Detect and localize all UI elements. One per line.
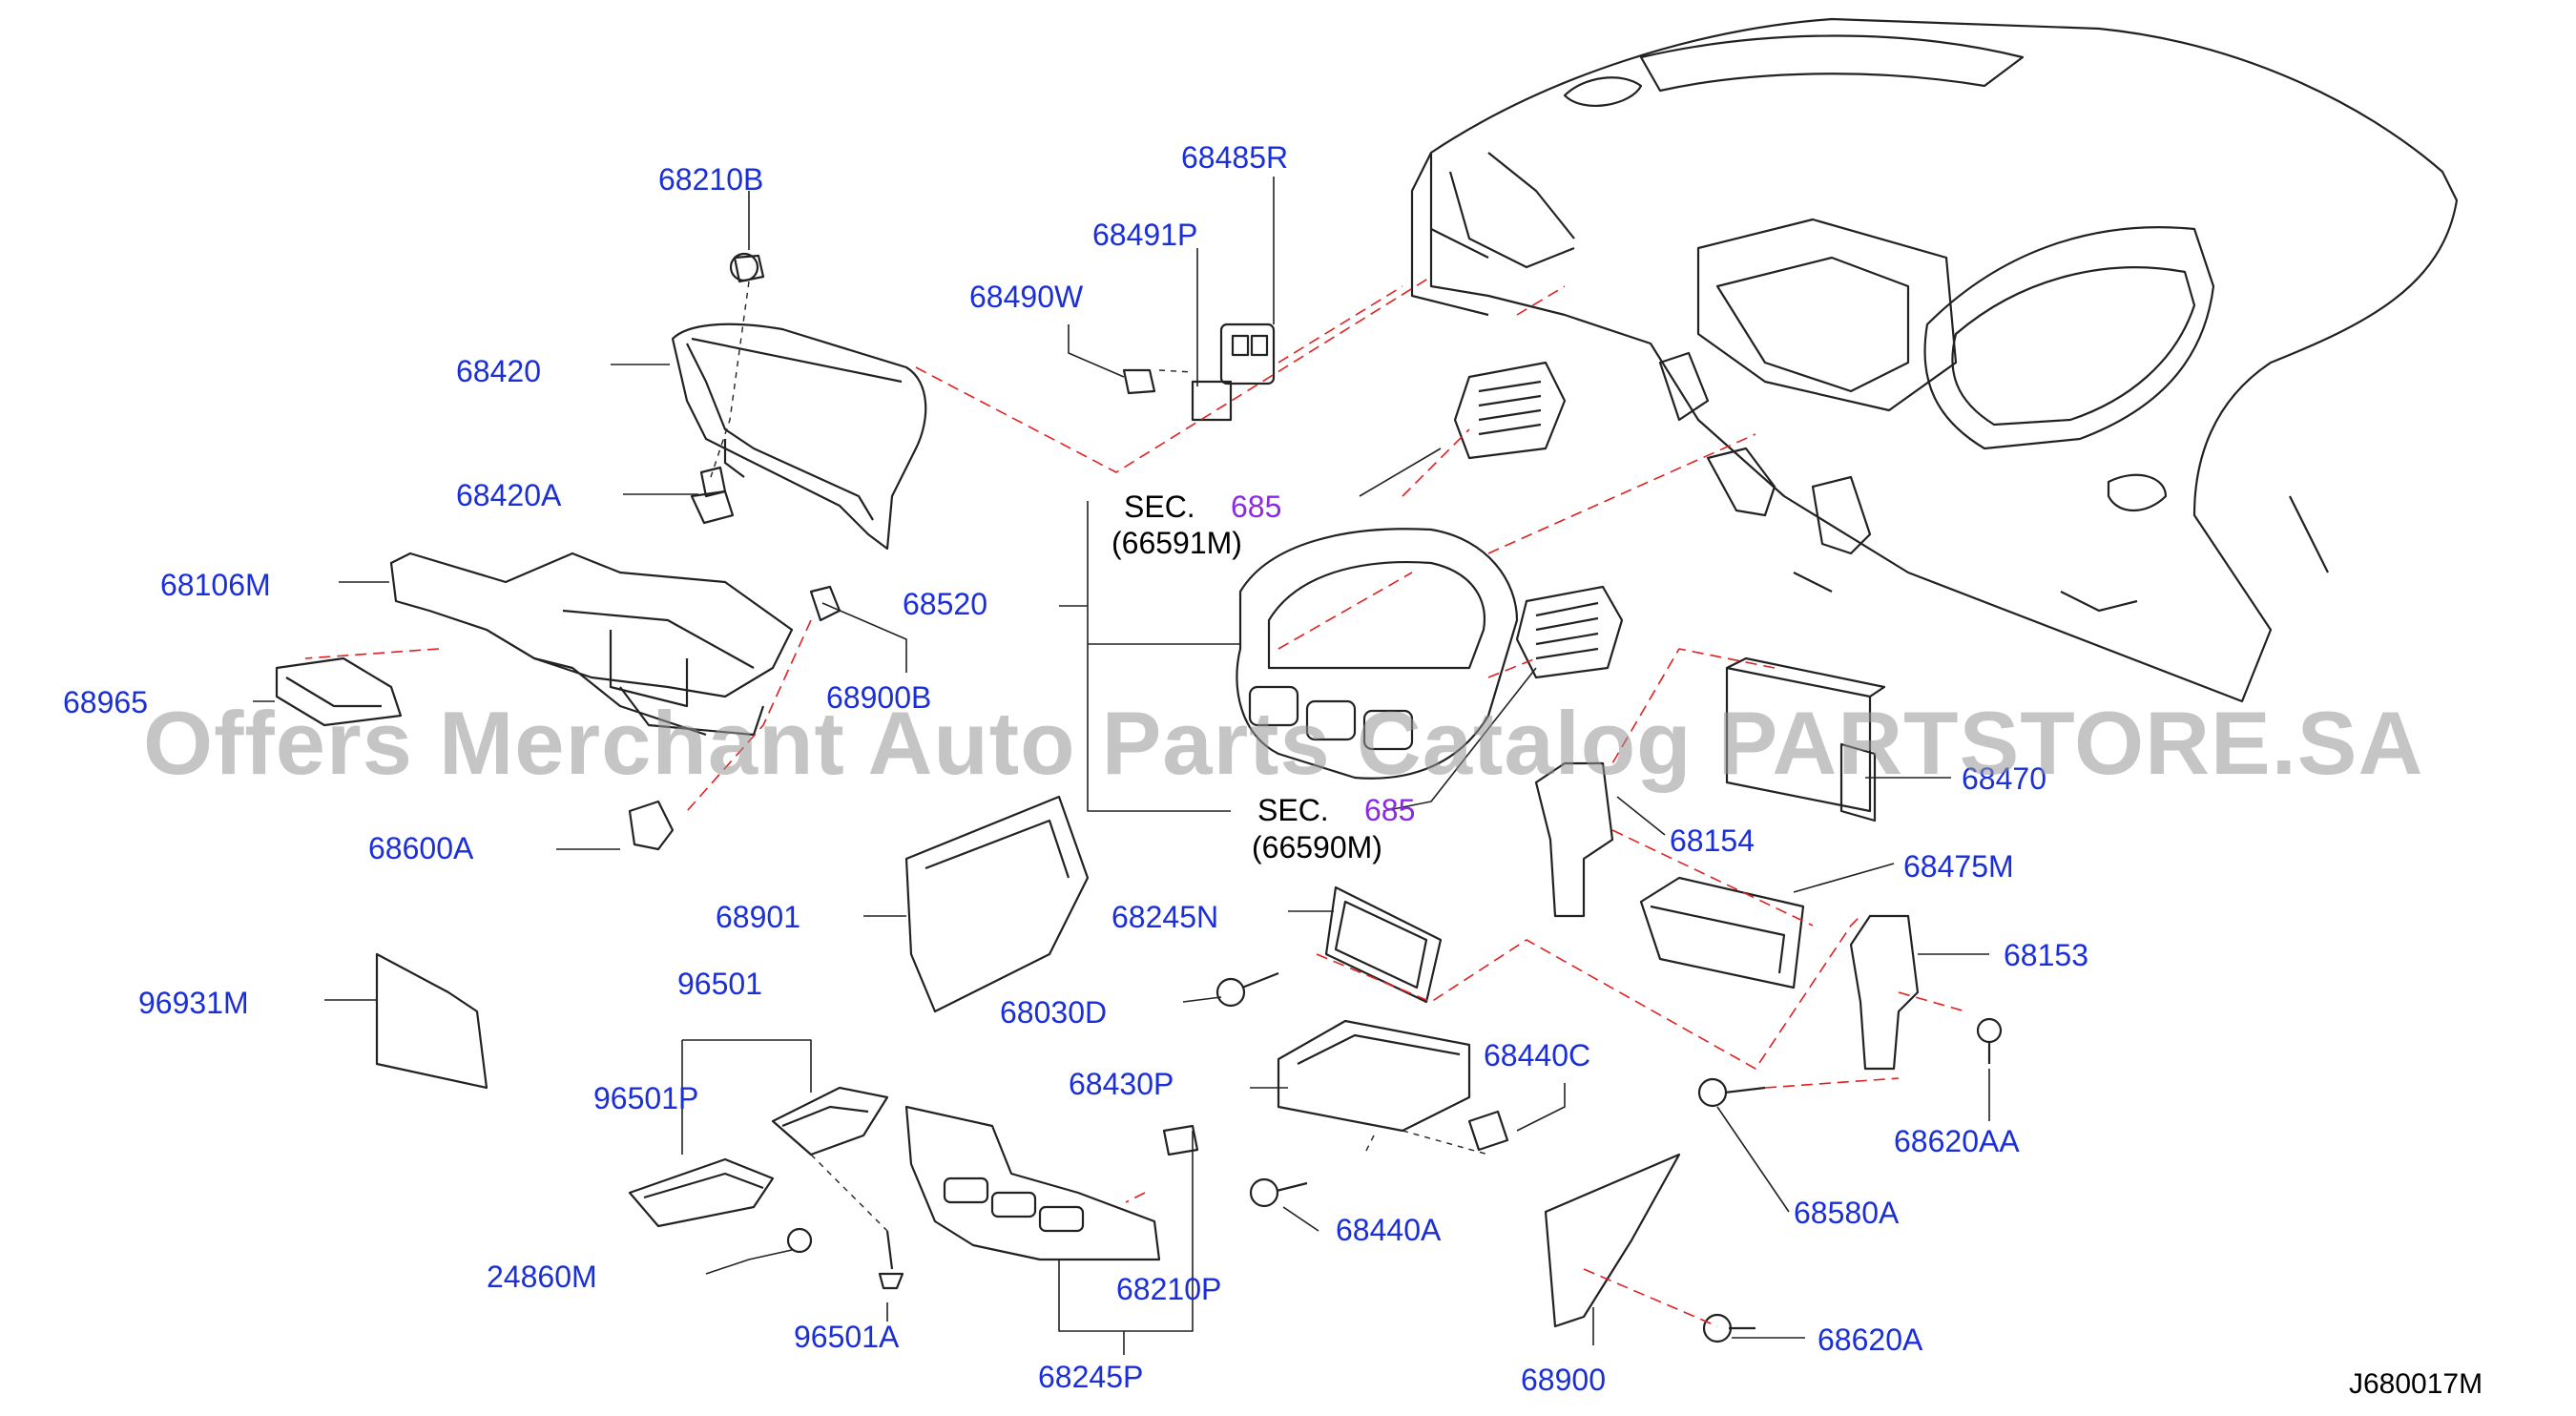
section-ref-sec-label: SEC. — [1257, 793, 1329, 827]
switch-parts-drawing — [1122, 323, 1276, 422]
part-label-68210B[interactable]: 68210B — [658, 162, 764, 197]
dotted-connections — [710, 281, 1489, 1232]
part-label-24860M[interactable]: 24860M — [487, 1260, 597, 1294]
leader-lines — [253, 177, 1990, 1355]
lower-finisher-drawing — [904, 1105, 1199, 1261]
part-label-68475M[interactable]: 68475M — [1903, 849, 2014, 884]
part-label-68965[interactable]: 68965 — [63, 685, 148, 719]
cluster-finisher-drawing — [1236, 528, 1519, 780]
part-label-68430P[interactable]: 68430P — [1069, 1067, 1174, 1101]
part-label-68580A[interactable]: 68580A — [1794, 1196, 1900, 1230]
section-ref-number[interactable]: 685 — [1364, 793, 1416, 827]
part-label-68600A[interactable]: 68600A — [368, 831, 474, 865]
part-label-68154[interactable]: 68154 — [1670, 823, 1755, 858]
part-label-68620AA[interactable]: 68620AA — [1894, 1124, 2020, 1158]
part-label-68210P[interactable]: 68210P — [1116, 1272, 1222, 1306]
part-label-68440C[interactable]: 68440C — [1484, 1038, 1591, 1072]
part-label-68490W[interactable]: 68490W — [969, 280, 1084, 314]
part-label-68420[interactable]: 68420 — [456, 354, 541, 388]
part-label-96931M[interactable]: 96931M — [138, 986, 249, 1020]
part-label-68520[interactable]: 68520 — [903, 587, 987, 621]
part-label-68106M[interactable]: 68106M — [160, 568, 271, 602]
side-panel-drawing — [904, 795, 1755, 1343]
part-label-68440A[interactable]: 68440A — [1336, 1213, 1442, 1247]
part-label-68901[interactable]: 68901 — [716, 900, 800, 934]
section-ref-number[interactable]: 685 — [1231, 489, 1282, 524]
meter-hood-drawing — [671, 252, 927, 551]
bracket-68245N-drawing — [1215, 885, 1443, 1008]
part-label-68470[interactable]: 68470 — [1962, 761, 2046, 796]
part-label-68420A[interactable]: 68420A — [456, 478, 562, 512]
vent-drawing — [1453, 361, 1624, 679]
dashed-connections — [304, 276, 1966, 1327]
part-label-68245N[interactable]: 68245N — [1111, 900, 1219, 934]
part-label-68900B[interactable]: 68900B — [826, 680, 932, 715]
ashtray-parts-drawing — [1249, 1019, 1509, 1208]
part-label-68245P[interactable]: 68245P — [1038, 1360, 1144, 1394]
audio-pocket-drawing — [1534, 656, 2003, 1108]
cluster-lid-drawing — [275, 552, 841, 851]
part-label-96501[interactable]: 96501 — [677, 967, 762, 1001]
pad-96931M-drawing — [375, 952, 488, 1090]
part-label-96501A[interactable]: 96501A — [794, 1320, 900, 1354]
part-label-68153[interactable]: 68153 — [2004, 938, 2088, 972]
part-label-96501P[interactable]: 96501P — [593, 1081, 699, 1115]
lock-parts-drawing — [628, 1086, 904, 1290]
part-label-68030D[interactable]: 68030D — [1000, 995, 1108, 1030]
section-ref-code: (66591M) — [1111, 526, 1242, 560]
diagram-code: J680017M — [2349, 1368, 2483, 1400]
section-ref-code: (66590M) — [1252, 830, 1382, 864]
part-label-68900[interactable]: 68900 — [1521, 1363, 1606, 1397]
instrument-panel-drawing — [1410, 17, 2459, 703]
watermark: Offers Merchant Auto Parts Catalog PARTS… — [143, 693, 2424, 793]
section-ref-sec-label: SEC. — [1124, 489, 1195, 524]
part-label-68620A[interactable]: 68620A — [1818, 1322, 1923, 1357]
part-label-68485R[interactable]: 68485R — [1181, 140, 1289, 175]
part-label-68491P[interactable]: 68491P — [1092, 218, 1198, 252]
